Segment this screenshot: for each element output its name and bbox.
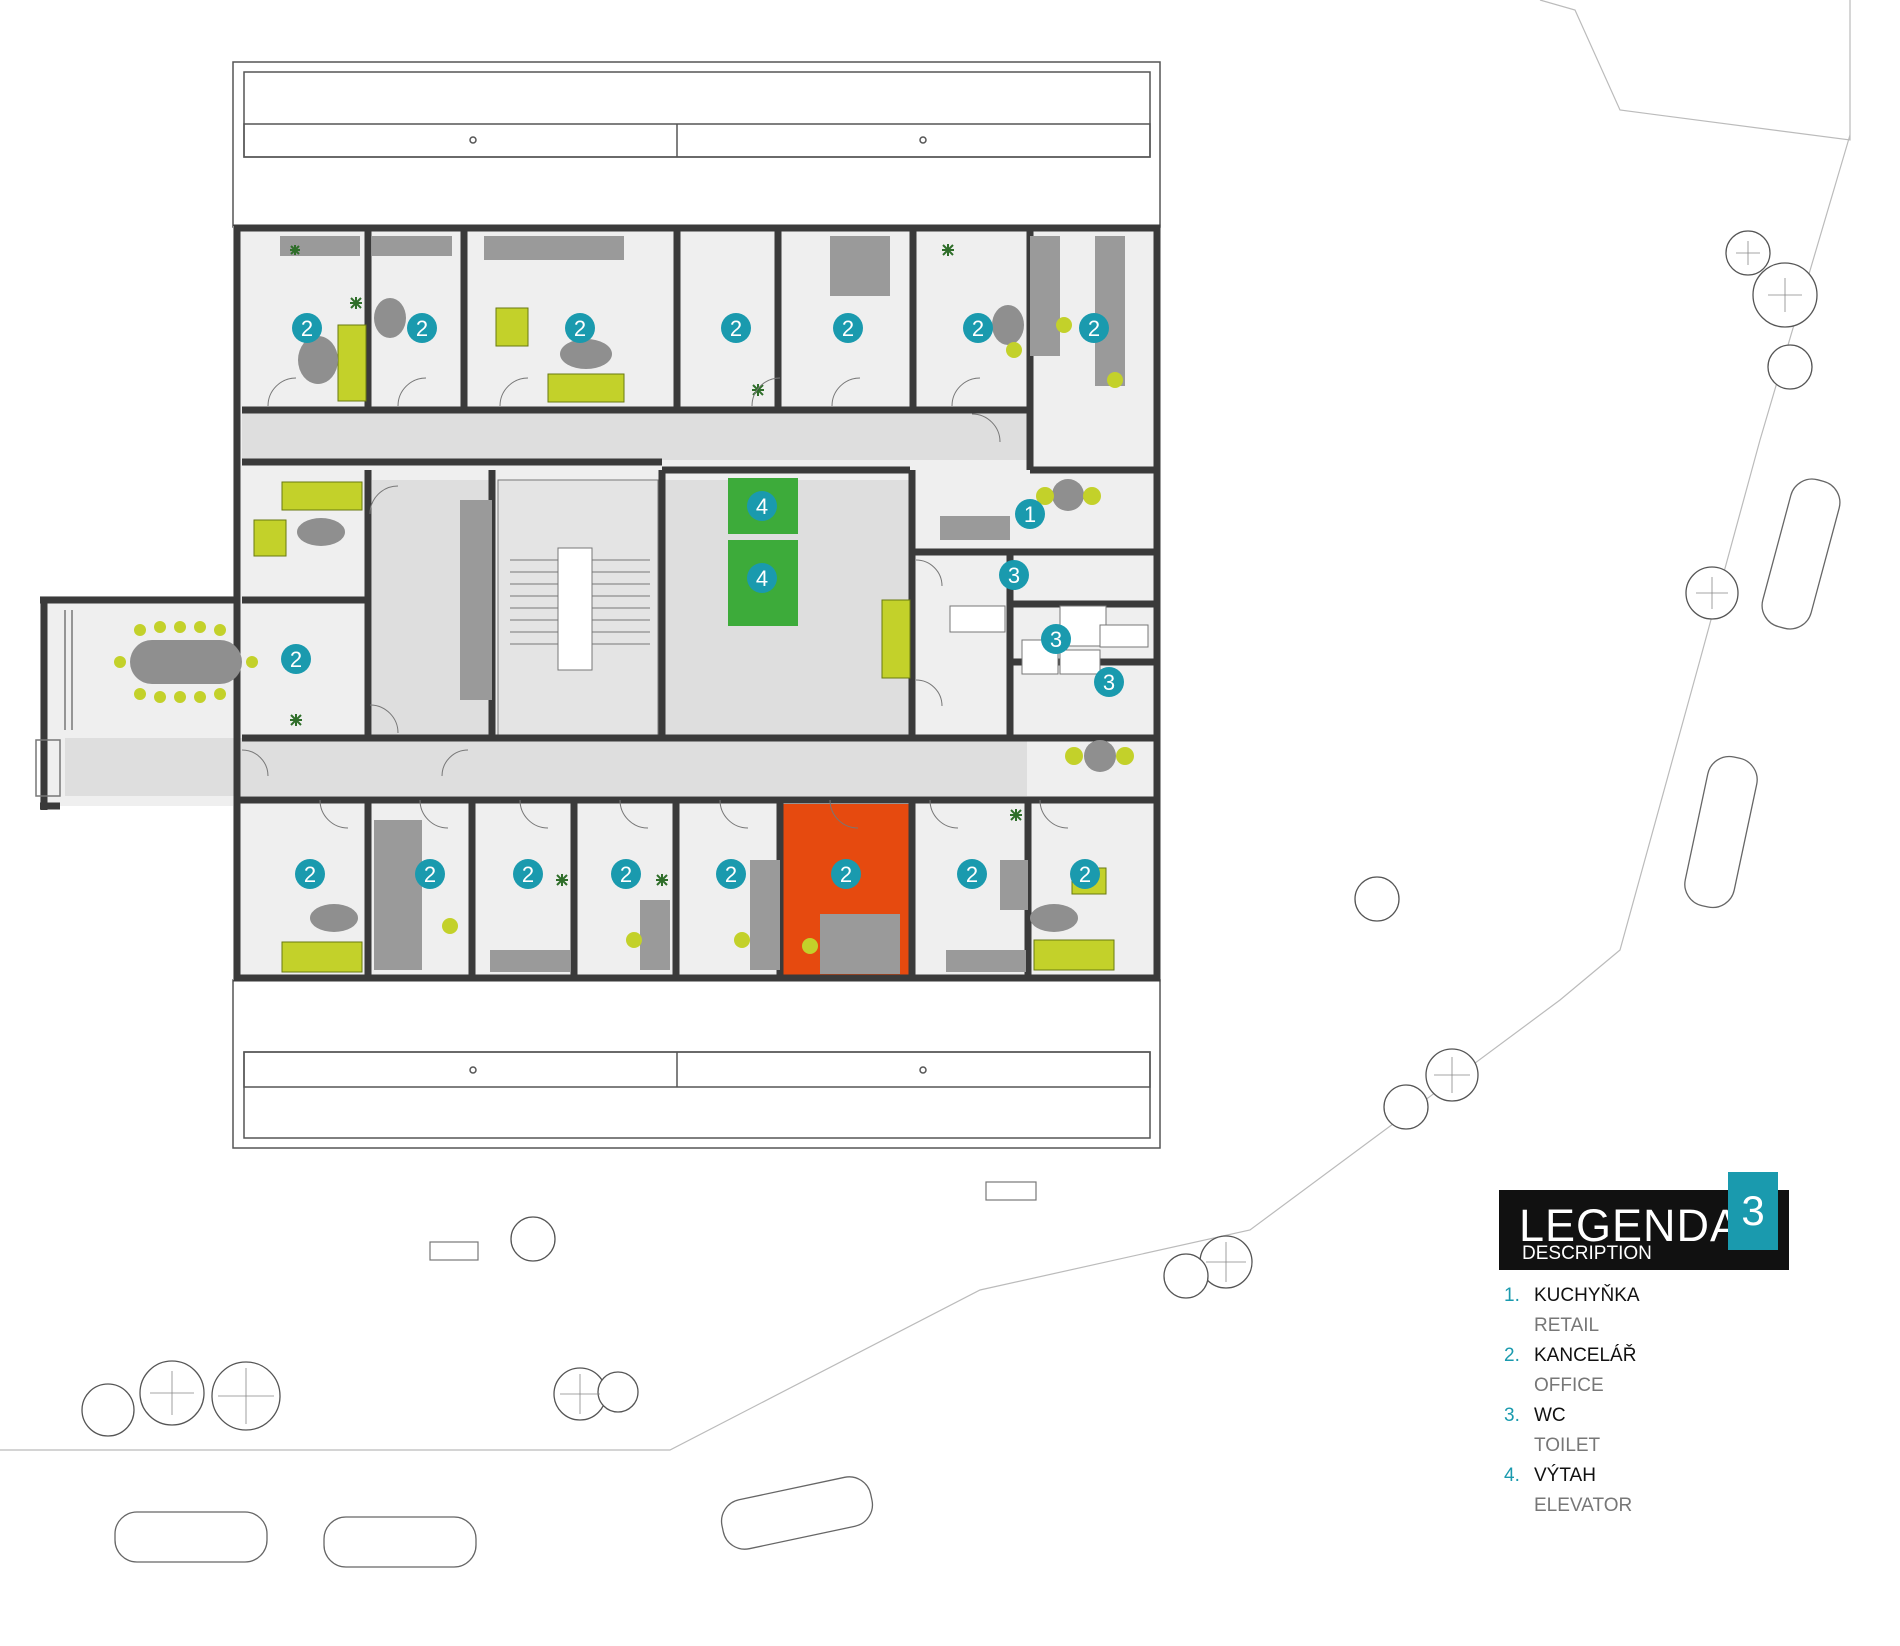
legend-item-number: 4. [1504,1465,1520,1486]
legend-item-label: KANCELÁŘ [1534,1345,1637,1366]
legend-item-label: WC [1534,1405,1566,1426]
roof-terrace-top [232,61,1161,228]
cars [114,478,1841,1568]
legend-subtitle: DESCRIPTION [1522,1243,1652,1264]
svg-text:2: 2 [840,862,852,887]
legend-floor-number: 3 [1728,1172,1778,1250]
svg-text:2: 2 [725,862,737,887]
svg-text:2: 2 [842,316,854,341]
marker-kitchen: 1 [1015,499,1045,529]
plants [290,244,1022,886]
svg-text:2: 2 [416,316,428,341]
svg-text:2: 2 [574,316,586,341]
desks [280,236,1125,974]
marker-office-5: 2 [833,313,863,343]
doors [241,377,1069,829]
roof-terrace-bottom [232,979,1161,1149]
marker-office-1: 2 [292,313,322,343]
svg-text:2: 2 [301,316,313,341]
marker-office-16: 2 [1070,859,1100,889]
legend-item-number: 3. [1504,1405,1520,1426]
svg-text:3: 3 [1103,670,1115,695]
marker-elevator-2: 4 [747,563,777,593]
marker-office-14: 2 [831,859,861,889]
svg-text:2: 2 [730,316,742,341]
svg-text:2: 2 [1088,316,1100,341]
svg-text:4: 4 [756,566,768,591]
svg-text:2: 2 [1079,862,1091,887]
svg-text:1: 1 [1024,502,1036,527]
marker-wc-2: 3 [1041,624,1071,654]
legend-item-number: 1. [1504,1285,1520,1306]
marker-office-8: 2 [281,644,311,674]
legend-item-sublabel: TOILET [1534,1435,1601,1456]
marker-office-15: 2 [957,859,987,889]
svg-text:2: 2 [966,862,978,887]
legend-item-label: KUCHYŇKA [1534,1285,1640,1306]
svg-text:2: 2 [304,862,316,887]
marker-office-2: 2 [407,313,437,343]
marker-wc-3: 3 [1094,667,1124,697]
benches [429,1181,1037,1261]
svg-text:2: 2 [522,862,534,887]
marker-office-4: 2 [721,313,751,343]
marker-office-13: 2 [716,859,746,889]
room-markers: 2 2 2 2 2 2 2 2 2 2 2 2 2 2 2 2 1 3 3 3 … [281,313,1124,889]
svg-text:3: 3 [1008,563,1020,588]
marker-office-6: 2 [963,313,993,343]
svg-text:2: 2 [290,647,302,672]
marker-office-12: 2 [611,859,641,889]
site-boundary [0,0,1851,1451]
marker-office-3: 2 [565,313,595,343]
marker-wc-1: 3 [999,560,1029,590]
svg-text:2: 2 [424,862,436,887]
marker-office-10: 2 [415,859,445,889]
legend-item-sublabel: RETAIL [1534,1315,1600,1336]
legend-header: LEGENDA DESCRIPTION 3 [1499,1172,1789,1270]
legend-title: LEGENDA [1519,1200,1742,1251]
legend-item-sublabel: ELEVATOR [1534,1495,1633,1516]
marker-office-9: 2 [295,859,325,889]
building [40,226,1160,980]
legend-item-label: VÝTAH [1534,1465,1596,1486]
tree-detail [150,241,1802,1424]
chairs [114,317,1134,954]
marker-elevator-1: 4 [747,491,777,521]
wc-fixtures [949,605,1149,675]
marker-office-11: 2 [513,859,543,889]
svg-text:4: 4 [756,494,768,519]
windows [35,610,73,797]
staircase [497,479,659,739]
svg-text:2: 2 [620,862,632,887]
svg-text:2: 2 [972,316,984,341]
svg-text:3: 3 [1050,627,1062,652]
marker-office-7: 2 [1079,313,1109,343]
meeting-table [130,640,242,684]
legend-item-number: 2. [1504,1345,1520,1366]
legend-item-sublabel: OFFICE [1534,1375,1604,1396]
tables [130,298,1116,932]
